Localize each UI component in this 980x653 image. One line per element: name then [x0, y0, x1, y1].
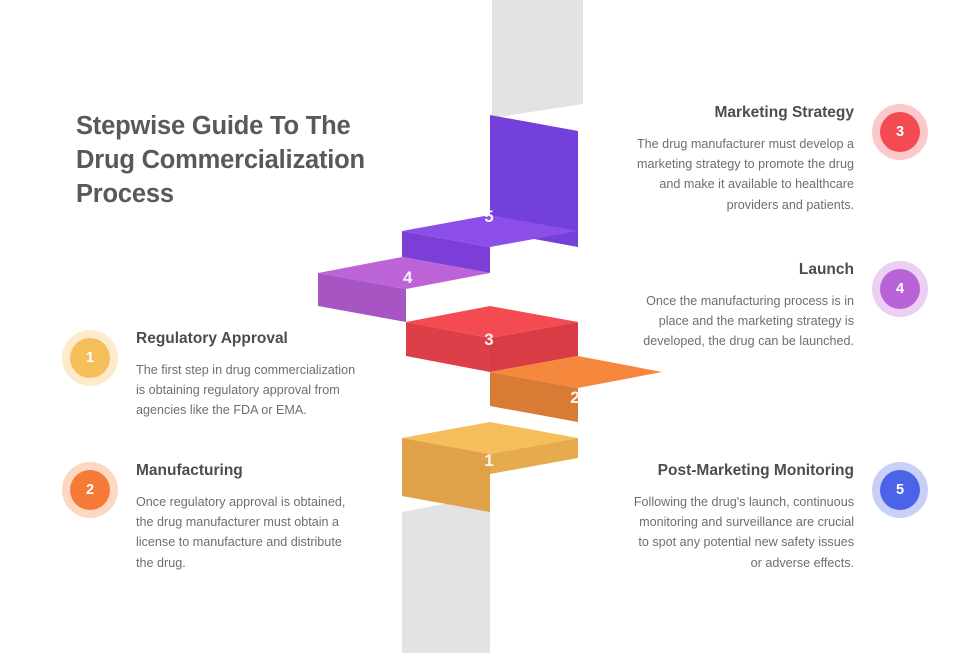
step-heading-2: Manufacturing	[136, 462, 243, 479]
step-badge-1: 1	[62, 330, 118, 386]
badge-number-4: 4	[895, 281, 905, 297]
stair-step-2-number: 2	[570, 388, 579, 407]
step-badge-4: 4	[872, 261, 928, 317]
step-description-5: Following the drug's launch, continuous …	[633, 494, 854, 570]
stair-step-5-top	[402, 215, 578, 247]
step-description-3: The drug manufacturer must develop a mar…	[636, 136, 854, 212]
badge-circle-4: 4	[880, 269, 920, 309]
stair-step-3-front	[406, 322, 490, 372]
step-badge-3: 3	[872, 104, 928, 160]
step-badge-5: 5	[872, 462, 928, 518]
page-title: Stepwise Guide To The Drug Commercializa…	[76, 112, 365, 209]
stair-step-4-top	[318, 257, 490, 289]
stair-step-1-front	[402, 438, 490, 512]
step-text-2: Manufacturing Once regulatory approval i…	[136, 462, 358, 573]
stair-step-1-side	[490, 438, 578, 474]
stair-step-3-side	[490, 322, 578, 372]
step-block-3[interactable]: 3 Marketing Strategy The drug manufactur…	[626, 104, 928, 215]
step-description-2: Once regulatory approval is obtained, th…	[136, 494, 346, 570]
badge-circle-2: 2	[70, 470, 110, 510]
badge-circle-5: 5	[880, 470, 920, 510]
stair-step-3-number: 3	[484, 330, 493, 349]
badge-number-3: 3	[895, 124, 905, 140]
stair-step-2-front	[490, 372, 578, 422]
stair-step-4-number: 4	[403, 268, 413, 287]
badge-number-5: 5	[895, 482, 905, 498]
stair-step-1-top	[402, 422, 578, 454]
stair-step-5-front	[402, 231, 490, 273]
step-block-1[interactable]: 1 Regulatory Approval The first step in …	[62, 330, 358, 421]
step-badge-2: 2	[62, 462, 118, 518]
step-description-1: The first step in drug commercialization…	[136, 362, 356, 418]
step-description-4: Once the manufacturing process is in pla…	[643, 293, 854, 349]
step-block-2[interactable]: 2 Manufacturing Once regulatory approval…	[62, 462, 358, 573]
step-heading-5: Post-Marketing Monitoring	[657, 462, 854, 479]
step-heading-4: Launch	[798, 261, 854, 278]
step-text-5: Post-Marketing Monitoring Following the …	[626, 462, 854, 573]
badge-number-1: 1	[85, 350, 95, 366]
step-heading-1: Regulatory Approval	[136, 330, 288, 347]
stair-step-4-front	[318, 273, 406, 322]
stair-step-3: 3	[406, 306, 578, 372]
step-heading-3: Marketing Strategy	[714, 104, 854, 121]
stair-step-5-number: 5	[484, 207, 493, 226]
step-text-3: Marketing Strategy The drug manufacturer…	[626, 104, 854, 215]
step-text-1: Regulatory Approval The first step in dr…	[136, 330, 358, 421]
badge-number-2: 2	[85, 482, 95, 498]
step-block-4[interactable]: 4 Launch Once the manufacturing process …	[626, 261, 928, 352]
stair-step-1: 1	[402, 422, 578, 512]
step-block-5[interactable]: 5 Post-Marketing Monitoring Following th…	[626, 462, 928, 573]
stair-step-5: 5	[402, 115, 578, 273]
stair-step-2: 2	[490, 356, 662, 422]
badge-circle-1: 1	[70, 338, 110, 378]
stair-step-3-top	[406, 306, 578, 338]
badge-circle-3: 3	[880, 112, 920, 152]
step-text-4: Launch Once the manufacturing process is…	[626, 261, 854, 352]
stair-step-1-number: 1	[484, 451, 493, 470]
stair-step-2-top	[490, 356, 662, 388]
stair-step-5-back	[490, 115, 578, 247]
stair-step-4: 4	[318, 257, 490, 322]
